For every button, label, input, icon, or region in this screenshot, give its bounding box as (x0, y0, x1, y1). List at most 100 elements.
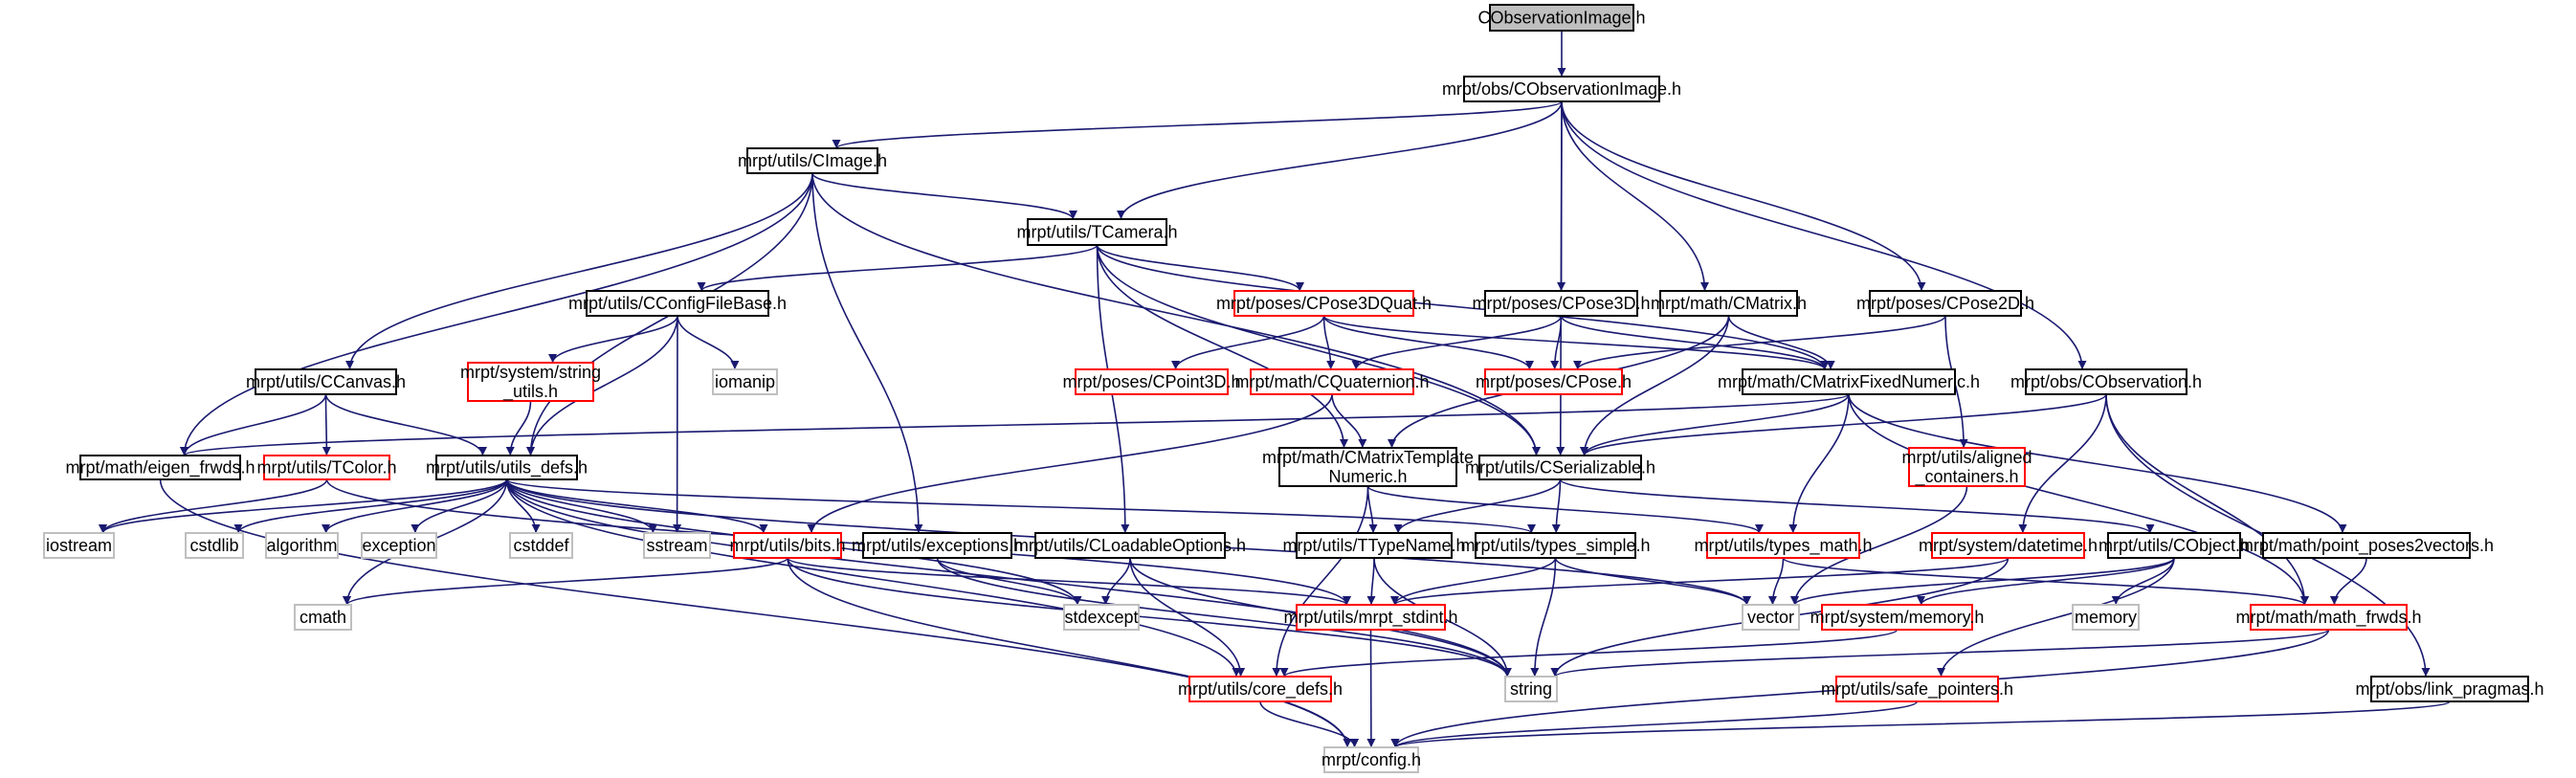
edge-tcamera-to-cconfig (697, 244, 1099, 292)
edge-cser-to-typessimple (1551, 478, 1562, 534)
node-box (1821, 604, 1973, 631)
node-box (79, 455, 241, 480)
node-utilsdefs[interactable]: mrpt/utils/utils_defs.h (426, 455, 588, 480)
node-box (733, 532, 842, 559)
node-cmath: cmath (294, 604, 352, 631)
node-label: mrpt/utils/CImage.h (738, 151, 887, 170)
node-cpose[interactable]: mrpt/poses/CPose.h (1476, 368, 1632, 395)
edge-tcamera-to-cser (1096, 244, 1541, 456)
node-pp2v[interactable]: mrpt/math/point_poses2vectors.h (2239, 532, 2494, 559)
edge-cpose3dquat-to-cquat (1322, 315, 1336, 370)
edge-cimage-to-cser (811, 172, 1541, 456)
node-label: mrpt/utils/TCamera.h (1016, 223, 1177, 242)
node-cpose3d[interactable]: mrpt/poses/CPose3D.h (1472, 290, 1651, 317)
node-box (2370, 676, 2529, 702)
node-cobs[interactable]: mrpt/obs/CObservation.h (2010, 368, 2202, 395)
edge-cpose3dquat-to-cmfixed (1322, 315, 1830, 370)
node-label: mrpt/obs/link_pragmas.h (2355, 679, 2543, 700)
node-label: mrpt/poses/CPose.h (1476, 372, 1632, 391)
node-cconfig[interactable]: mrpt/utils/CConfigFileBase.h (568, 290, 787, 317)
node-sstream: sstream (643, 532, 711, 559)
node-linkpragmas[interactable]: mrpt/obs/link_pragmas.h (2355, 676, 2544, 702)
node-box (1742, 368, 1956, 395)
node-stdint[interactable]: mrpt/utils/mrpt_stdint.h (1283, 604, 1458, 631)
edge-typesmath-to-vector (1767, 557, 1785, 606)
node-label: mrpt/utils/utils_defs.h (426, 458, 588, 478)
node-label: mrpt/math/point_poses2vectors.h (2239, 536, 2494, 556)
node-safeptr[interactable]: mrpt/utils/safe_pointers.h (1821, 676, 2013, 702)
edge-cmfixed-to-eigen (180, 393, 1850, 456)
node-cser[interactable]: mrpt/utils/CSerializable.h (1465, 455, 1655, 480)
node-exceptions[interactable]: mrpt/utils/exceptions.h (852, 532, 1023, 559)
node-ttypename[interactable]: mrpt/utils/TTypeName.h (1282, 532, 1466, 559)
node-obsimg[interactable]: mrpt/obs/CObservationImage.h (1442, 76, 1681, 102)
edge-cobject-to-vector (1790, 557, 2175, 606)
node-root[interactable]: CObservationImage.h (1477, 4, 1646, 32)
node-box (1931, 532, 2085, 559)
edge-cquat-to-cmtn (1331, 393, 1367, 449)
edge-typessimple-to-string (1530, 557, 1557, 678)
node-label: mrpt/utils/TColor.h (256, 458, 396, 478)
node-label: mrpt/utils/CConfigFileBase.h (568, 294, 787, 313)
node-box (1504, 676, 1558, 702)
node-label: mrpt/utils/CSerializable.h (1465, 458, 1655, 478)
node-box (1869, 290, 2022, 317)
node-label: mrpt/math/CMatrixFixedNumeric.h (1718, 372, 1980, 391)
node-cobject[interactable]: mrpt/utils/CObject.h (2099, 532, 2250, 559)
node-box (1659, 290, 1798, 317)
node-box (1489, 4, 1634, 32)
edge-cmtn-to-coredefs (1272, 485, 1369, 678)
node-tcolor[interactable]: mrpt/utils/TColor.h (256, 455, 397, 480)
node-cmatrix[interactable]: mrpt/math/CMatrix.h (1651, 290, 1807, 317)
edge-ccanvas-to-tcolor (322, 393, 331, 456)
edge-cimage-to-exceptions (811, 172, 923, 534)
edge-safeptr-to-config (1390, 700, 1919, 748)
node-box (1027, 218, 1167, 246)
edge-bits-to-stdint (787, 557, 1351, 606)
node-cpose3dquat[interactable]: mrpt/poses/CPose3DQuat.h (1216, 290, 1432, 317)
node-box (1484, 368, 1623, 395)
node-stringutils[interactable]: mrpt/system/string_utils.h (460, 362, 601, 402)
node-label: iomanip (715, 372, 775, 391)
node-cpose2d[interactable]: mrpt/poses/CPose2D.h (1856, 290, 2034, 317)
node-label: mrpt/system/memory.h (1810, 608, 1985, 627)
node-cloadable[interactable]: mrpt/utils/CLoadableOptions.h (1014, 532, 1246, 559)
node-bits[interactable]: mrpt/utils/bits.h (729, 532, 846, 559)
edge-cmtn-to-typesmath (1366, 485, 1764, 534)
edge-cquat-to-bits (807, 393, 1333, 534)
node-tcamera[interactable]: mrpt/utils/TCamera.h (1016, 218, 1178, 246)
node-label: CObservationImage.h (1477, 9, 1645, 28)
node-cquat[interactable]: mrpt/math/CQuaternion.h (1234, 368, 1430, 395)
node-label: stdexcept (1064, 608, 1138, 627)
node-box (586, 290, 769, 317)
node-box (643, 532, 711, 559)
node-box (1296, 532, 1453, 559)
node-box (1063, 604, 1140, 631)
node-box (1296, 604, 1446, 631)
edge-utilsdefs-to-algorithm (322, 478, 508, 534)
node-cpoint3d[interactable]: mrpt/poses/CPoint3D.h (1062, 368, 1241, 395)
node-aligned[interactable]: mrpt/utils/aligned_containers.h (1901, 447, 2032, 487)
node-label: mrpt/utils/bits.h (729, 536, 845, 555)
node-box (1278, 447, 1457, 487)
node-box (361, 532, 437, 559)
node-typesmath[interactable]: mrpt/utils/types_math.h (1694, 532, 1873, 559)
edge-cobs-to-mathfrwds (2105, 393, 2309, 606)
node-mathfrwds[interactable]: mrpt/math/math_frwds.h (2235, 604, 2422, 631)
edge-cconfig-to-utilsdefs (526, 315, 678, 456)
node-label: mrpt/utils/safe_pointers.h (1821, 679, 2013, 700)
node-typessimple[interactable]: mrpt/utils/types_simple.h (1460, 532, 1651, 559)
edge-cmatrix-to-cser (1580, 315, 1730, 456)
node-cimage[interactable]: mrpt/utils/CImage.h (738, 147, 887, 174)
node-label: mrpt/math/eigen_frwds.h (65, 458, 255, 478)
edge-tcamera-to-cmfixed (1096, 244, 1830, 370)
node-string: string (1504, 676, 1558, 702)
node-box (467, 362, 594, 402)
node-eigen[interactable]: mrpt/math/eigen_frwds.h (65, 455, 255, 480)
node-ccanvas[interactable]: mrpt/utils/CCanvas.h (246, 368, 406, 395)
node-datetime[interactable]: mrpt/system/datetime.h (1919, 532, 2098, 559)
node-coredefs[interactable]: mrpt/utils/core_defs.h (1178, 676, 1343, 702)
node-memoryh[interactable]: mrpt/system/memory.h (1810, 604, 1985, 631)
node-cmfixed[interactable]: mrpt/math/CMatrixFixedNumeric.h (1718, 368, 1980, 395)
